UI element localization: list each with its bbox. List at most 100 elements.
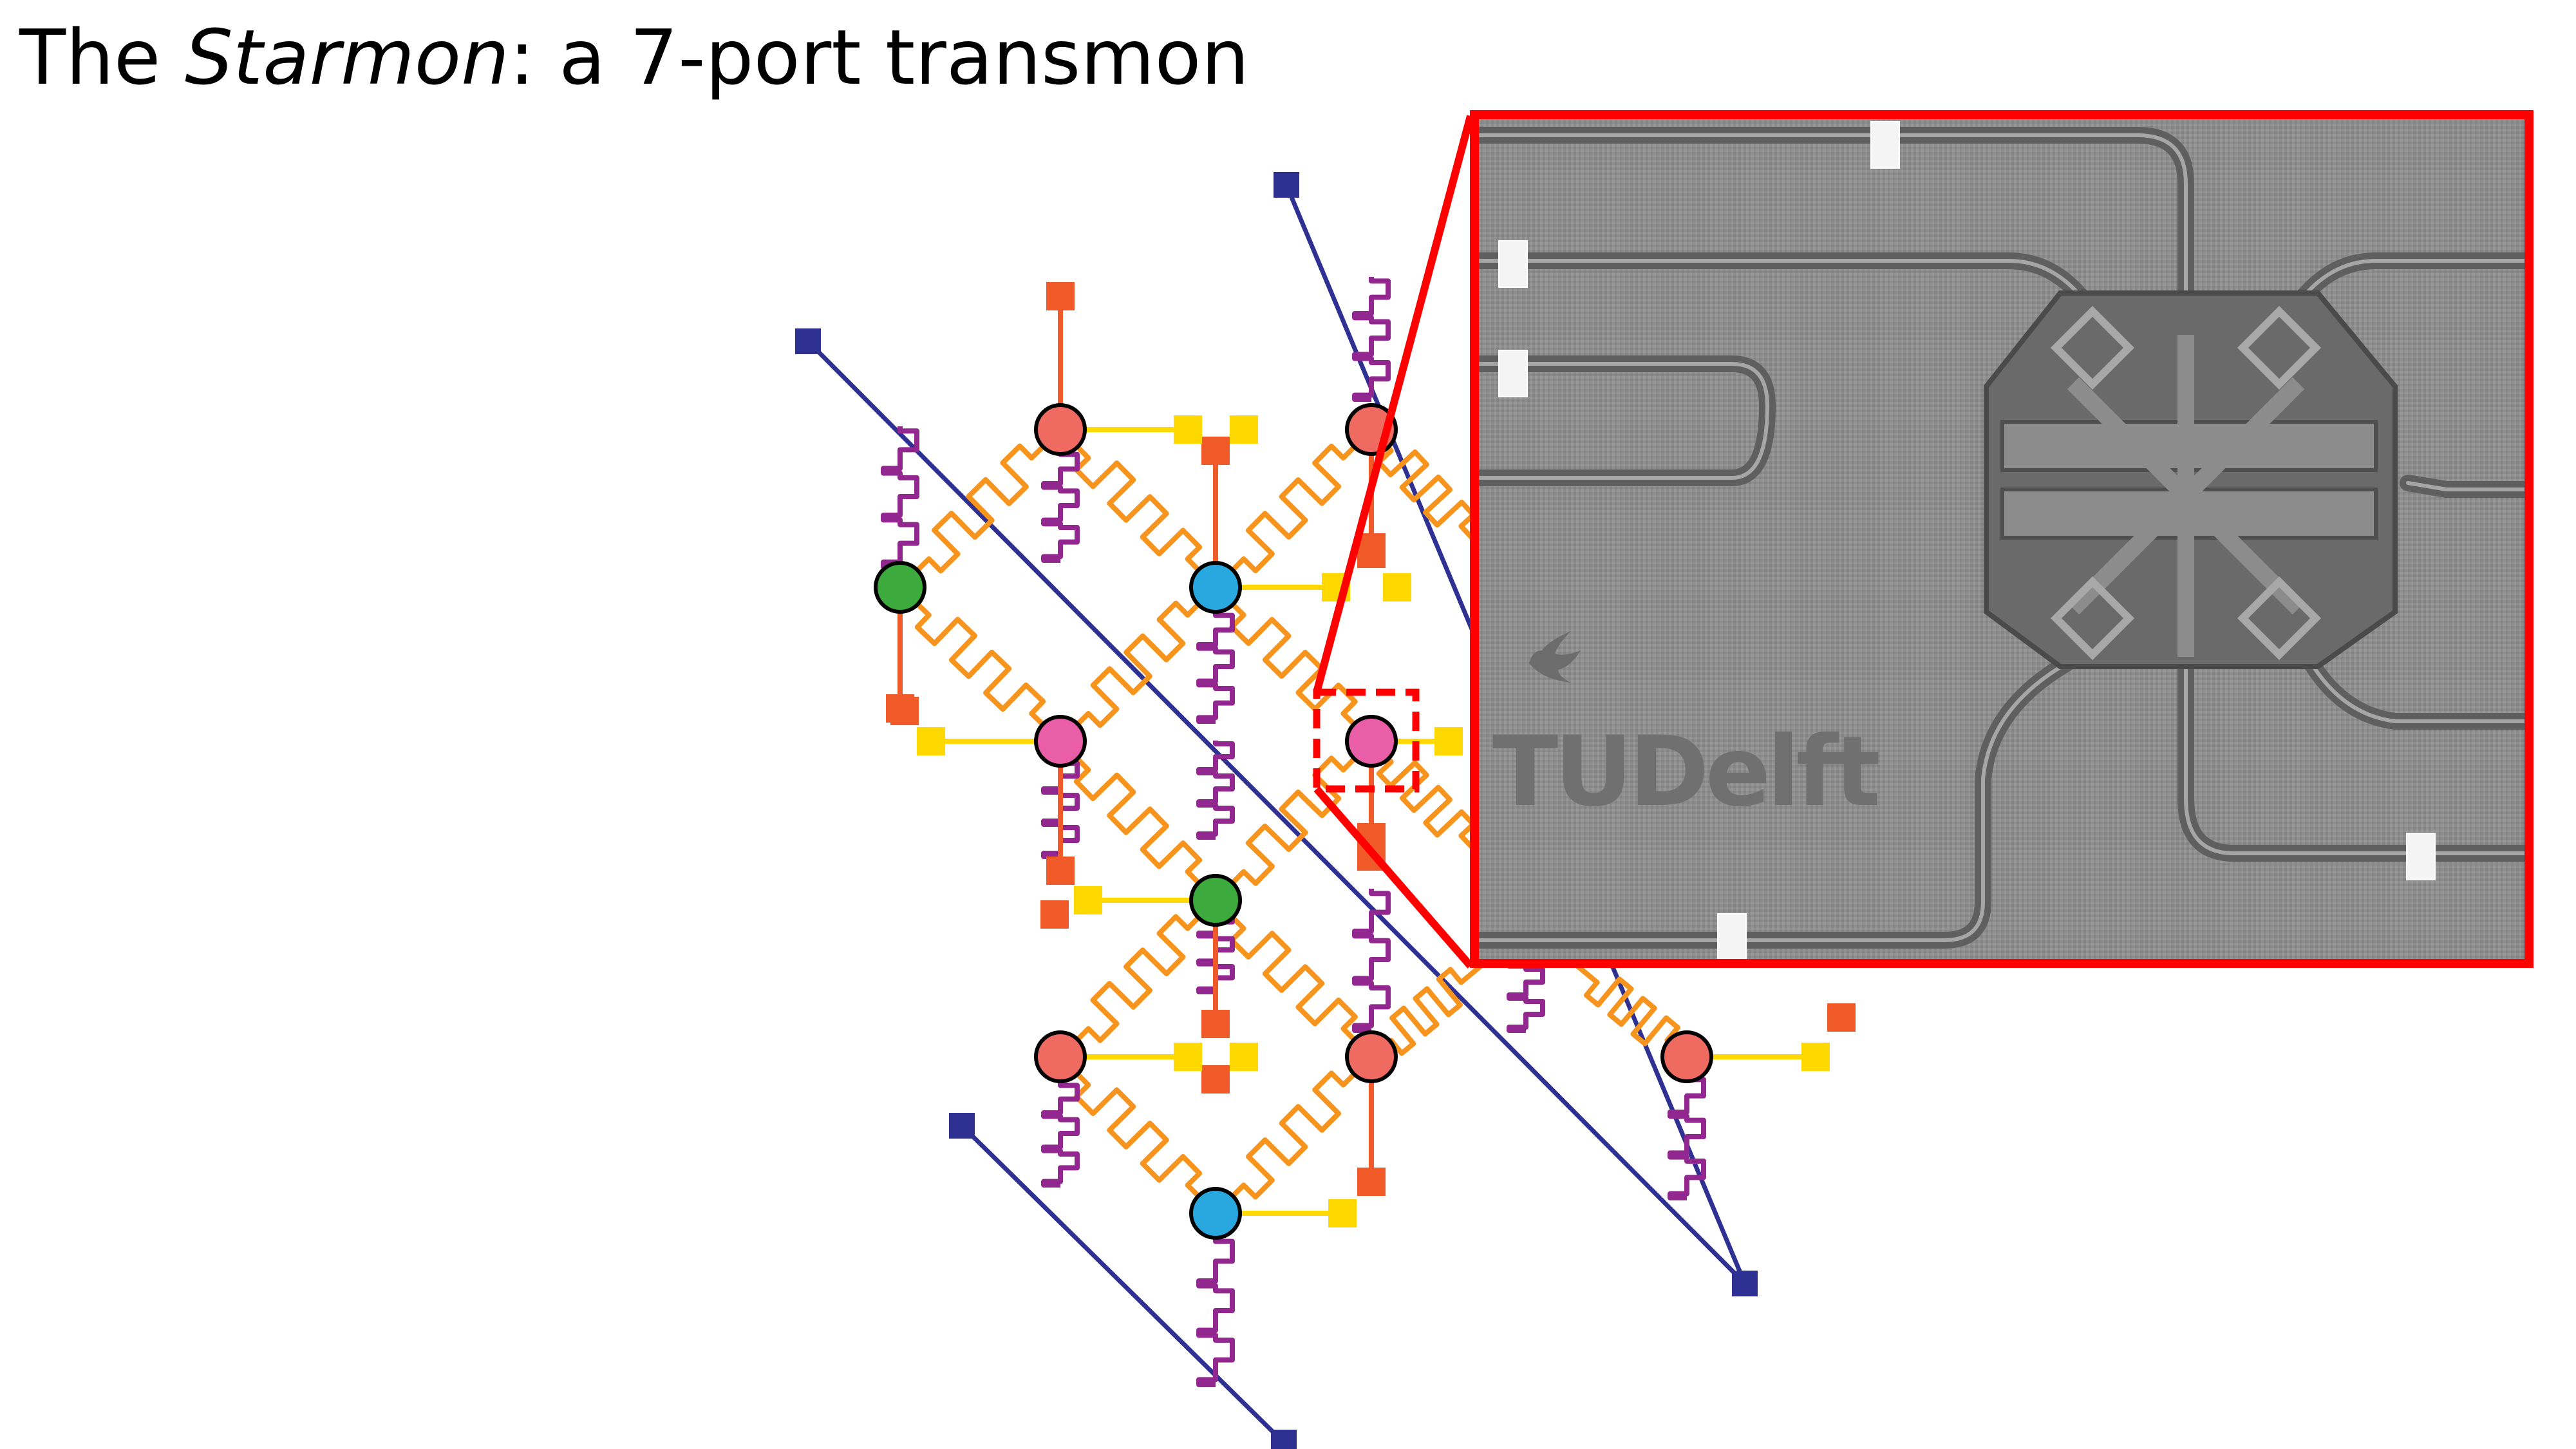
feedlines	[795, 172, 1758, 1449]
flux-port	[1357, 533, 1386, 562]
starmon-spoke	[2179, 489, 2305, 615]
feedline-port	[1274, 172, 1299, 198]
readout-resonator	[1196, 1236, 1235, 1387]
slide-title: The Starmon: a 7-port transmon	[19, 13, 1249, 102]
sem-line-highlight	[2309, 661, 2529, 723]
zoom-selection-box	[1313, 688, 1420, 793]
qubit-q4	[1189, 561, 1242, 614]
zoom-connector-bottom	[1313, 786, 1474, 969]
title-prefix: The	[19, 13, 185, 102]
drive-port	[1230, 415, 1258, 444]
drive-port	[1383, 573, 1411, 601]
title-emphasis: Starmon	[184, 13, 509, 102]
readout-resonator	[1668, 1075, 1706, 1200]
sem-line-highlight	[1474, 362, 1769, 480]
feedline-2	[806, 339, 1747, 1285]
drive-port	[1328, 1199, 1357, 1227]
sem-image: TUDelft	[1474, 115, 2529, 963]
drive-port	[1434, 727, 1463, 755]
sem-line-highlight	[1474, 133, 2188, 343]
readout-resonator	[1352, 889, 1391, 1033]
starmon-spoke	[2067, 489, 2192, 615]
bus-resonator	[898, 428, 1062, 589]
starmon-spoke	[2179, 377, 2305, 502]
qubit-q3	[874, 561, 926, 614]
readout-resonator	[1196, 612, 1235, 724]
bus-resonator	[1058, 739, 1217, 902]
airbridge	[2406, 833, 2436, 880]
qubit-q6	[1345, 715, 1398, 768]
qubit-q7	[1189, 874, 1242, 927]
readout-resonator	[1352, 277, 1391, 402]
flux-port	[1201, 1065, 1230, 1094]
feedline-port	[949, 1113, 975, 1139]
bus-resonator	[1214, 898, 1373, 1059]
bus-resonator	[1058, 585, 1217, 743]
qubit-q1	[1034, 403, 1087, 456]
bus-resonator	[1058, 428, 1217, 589]
flux-port	[1046, 282, 1075, 310]
tu-delft-logo: TUDelft	[1492, 631, 1883, 828]
qubits	[874, 403, 1713, 1240]
coupler-pad	[2050, 576, 2135, 661]
readout-resonator	[881, 426, 919, 569]
drive-port	[917, 727, 945, 755]
flux-port	[890, 697, 919, 725]
coupler-pad	[2237, 576, 2322, 661]
qubit-q8	[1034, 1030, 1087, 1083]
tu-delft-flame-icon	[1529, 631, 1581, 683]
readout-resonator	[1041, 451, 1080, 563]
flux-port	[1046, 857, 1075, 885]
bus-resonator	[1369, 739, 1483, 858]
qubit-q5	[1034, 715, 1087, 768]
qubit-q9	[1345, 1030, 1398, 1083]
bus-resonator	[1058, 898, 1217, 1059]
bus-resonator	[1369, 963, 1483, 1059]
airbridge	[1498, 240, 1528, 288]
drive-port	[1174, 415, 1202, 444]
bus-resonator	[898, 585, 1062, 743]
sem-line-highlight	[1474, 661, 2069, 942]
airbridge	[1498, 350, 1528, 397]
airbridge	[1717, 913, 1747, 961]
bus-resonator	[1369, 428, 1483, 549]
bus-resonator	[1058, 1055, 1217, 1215]
feedline-port	[1732, 1271, 1758, 1296]
flux-port	[1357, 1168, 1386, 1196]
drive-port	[1174, 1043, 1202, 1071]
flux-lines	[886, 282, 1856, 1196]
flux-port	[1040, 900, 1069, 929]
zoom-connector-top	[1313, 115, 1474, 694]
readout-resonator	[1196, 741, 1235, 840]
bus-resonator	[1575, 963, 1689, 1059]
flux-port	[1201, 1010, 1230, 1038]
qubit-q11	[1189, 1187, 1242, 1240]
sem-inset: TUDelft	[1470, 110, 2534, 968]
feedline-3	[960, 1124, 1286, 1444]
bus-resonator	[1214, 1055, 1373, 1215]
tu-delft-logo-text: TUDelft	[1492, 716, 1879, 828]
coupler-pad	[2050, 305, 2135, 390]
flux-port	[1201, 437, 1230, 465]
airbridge	[1870, 121, 1900, 169]
drive-port	[1074, 886, 1102, 914]
title-suffix: : a 7-port transmon	[509, 13, 1250, 102]
zoom-highlight	[1313, 115, 1474, 969]
bus-resonators	[898, 428, 1689, 1215]
starmon-spoke	[2067, 377, 2192, 502]
feedline-port	[795, 328, 821, 354]
readout-resonator	[1041, 1082, 1080, 1188]
qubit-q10	[1660, 1030, 1713, 1083]
drive-port	[1801, 1043, 1830, 1071]
bus-resonator	[1214, 428, 1373, 589]
drive-port	[1230, 1043, 1258, 1071]
drive-lines	[917, 415, 1830, 1227]
coupler-pad	[2237, 305, 2322, 390]
feedline-port	[1271, 1430, 1297, 1449]
flux-port	[1827, 1003, 1856, 1032]
bus-resonator	[1214, 585, 1373, 743]
sem-line-highlight	[2184, 668, 2529, 855]
sem-line-highlight	[2406, 481, 2529, 491]
inset-border	[1470, 110, 2534, 968]
